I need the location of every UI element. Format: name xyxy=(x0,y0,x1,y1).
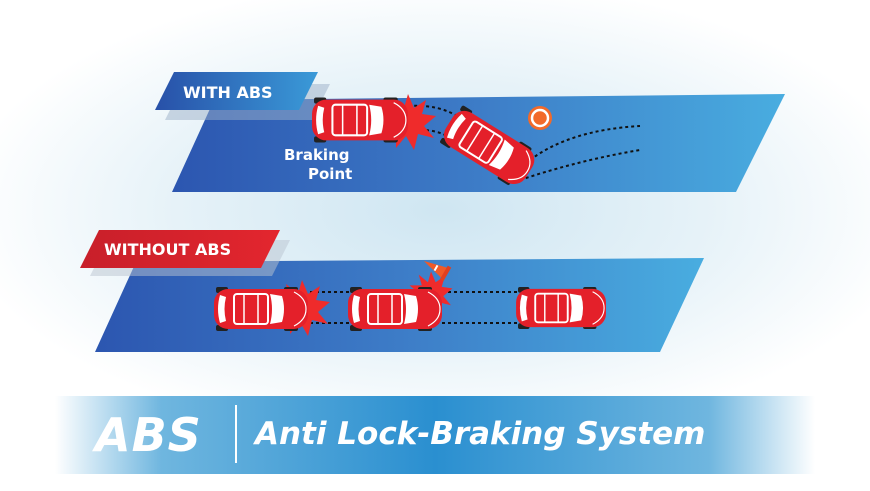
abs-full-name: Anti Lock-Braking System xyxy=(255,416,706,452)
obstacle-target-icon xyxy=(528,106,552,130)
braking-point-label: Point xyxy=(308,165,352,183)
banner-divider xyxy=(235,405,237,463)
with-abs-label: WITH ABS xyxy=(183,83,273,102)
car-skidding xyxy=(348,286,443,332)
car-stopped xyxy=(516,286,607,330)
without-abs-label-bg xyxy=(80,230,280,268)
braking-point-label: Braking xyxy=(284,146,350,164)
traffic-cone-icon xyxy=(423,261,452,282)
with-abs-label-bg xyxy=(155,72,318,110)
without-abs-label: WITHOUT ABS xyxy=(104,240,231,259)
abs-acronym: ABS xyxy=(95,408,202,462)
car-braking-point xyxy=(312,96,410,144)
car-braking xyxy=(214,286,309,332)
title-banner xyxy=(55,396,815,474)
